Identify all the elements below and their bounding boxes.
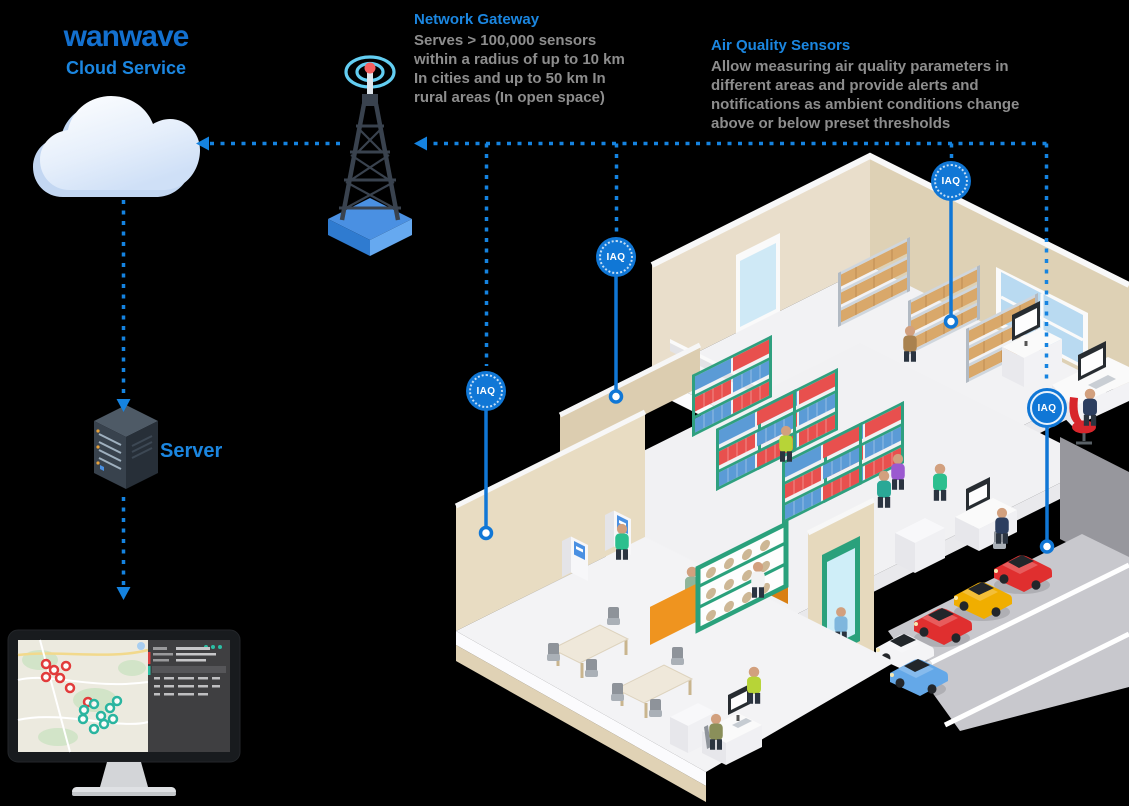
red-office-chair: [1069, 397, 1096, 445]
cafe-chair: [611, 683, 624, 701]
upper-door: [736, 233, 780, 335]
sensor-anchor-4: [1039, 539, 1055, 554]
gateway-title: Network Gateway: [414, 11, 540, 28]
library-desk: [895, 477, 1017, 573]
server-label: Server: [160, 440, 223, 462]
monitor-data-panel: [148, 640, 230, 752]
air-quality-description: Allow measuring air quality parameters i…: [711, 58, 1020, 132]
office-monitor-2: [1078, 341, 1106, 381]
map-markers-teal: [77, 695, 123, 735]
iaq-badge-label: IAQ: [1037, 402, 1057, 414]
person-office-worker: [1083, 388, 1097, 426]
office-window: [996, 267, 1088, 371]
arrow-down-icon: [116, 587, 131, 600]
brand-logo: wanwave: [63, 20, 190, 53]
bakery-display: [695, 520, 789, 634]
air-quality-title: Air Quality Sensors: [711, 37, 851, 54]
cafe-chair: [547, 643, 560, 661]
sensor-anchor-1: [478, 525, 494, 541]
office-monitor-1: [1012, 301, 1040, 346]
connection-lines: [116, 136, 1055, 600]
cafe-chair: [607, 607, 620, 625]
iaq-badge-label: IAQ: [606, 251, 626, 263]
monitor-screen-map: [17, 639, 149, 753]
cafe-chair: [671, 647, 684, 665]
iaq-sensor-badge-4: IAQ: [1027, 388, 1067, 428]
iaq-sensor-badge-3: IAQ: [931, 161, 971, 201]
iaq-badge-label: IAQ: [941, 175, 961, 187]
iaq-sensor-badge-2: IAQ: [596, 237, 636, 277]
iaq-badge-label: IAQ: [476, 385, 496, 397]
sensor-anchor-2: [608, 389, 624, 404]
monitor-dashboard: [7, 629, 241, 796]
arrow-left-icon: [414, 136, 427, 151]
cloud-icon: [33, 96, 200, 197]
tower-signal-icon: [344, 55, 396, 98]
building-illustration: [454, 152, 1129, 802]
server-icon: [94, 405, 158, 489]
network-tower-icon: [328, 55, 412, 256]
cafe-chair: [649, 699, 662, 717]
cloud-service-label: Cloud Service: [65, 58, 187, 78]
iaq-sensor-badge-1: IAQ: [466, 371, 506, 411]
sensor-anchor-3: [943, 314, 959, 329]
office-keyboard: [1088, 375, 1116, 389]
cafe-chair: [585, 659, 598, 677]
stair-parapet: [558, 342, 702, 457]
gateway-description: Serves > 100,000 sensors within a radius…: [414, 32, 625, 106]
cafe-area: [454, 409, 895, 802]
arrow-down-icon: [116, 399, 131, 412]
tower-lattice: [339, 94, 401, 221]
info-kiosk-1: [562, 536, 588, 581]
monitor-stand: [100, 762, 148, 787]
arrow-left-icon: [196, 136, 209, 151]
